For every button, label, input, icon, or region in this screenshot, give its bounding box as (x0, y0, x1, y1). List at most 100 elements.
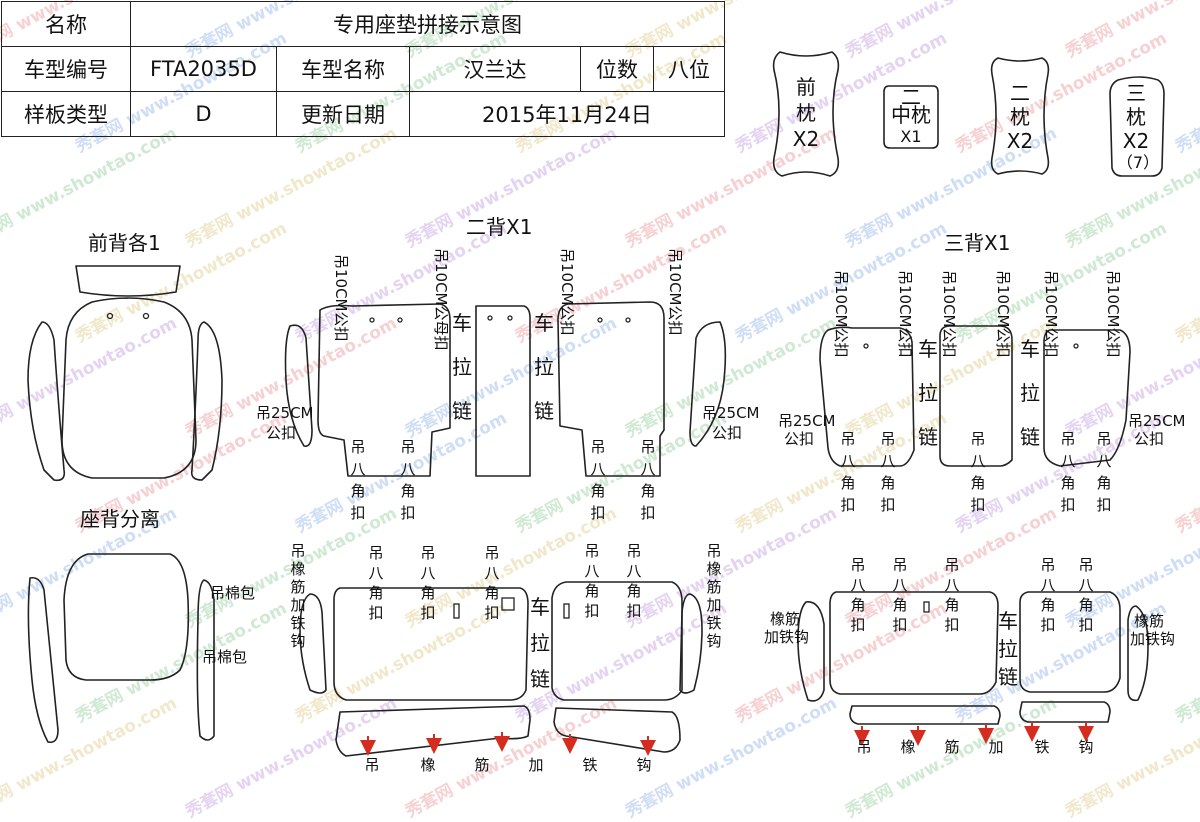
zipper-label: 车 (534, 311, 554, 335)
octagon-buckle-char: 角 (640, 482, 655, 500)
zipper-label: 链 (452, 399, 472, 423)
zipper-label: 链 (1020, 425, 1040, 449)
octagon-buckle-char: 吊 (420, 544, 435, 562)
bottom-strip-char: 橡 (420, 756, 435, 774)
octagon-buckle-char: 八 (626, 562, 641, 580)
pillow-second-line3: X2 (1007, 129, 1033, 153)
octagon-buckle-char: 八 (1060, 452, 1075, 470)
bottom-strip-char: 加 (988, 738, 1003, 756)
third-seat-right-side (1127, 605, 1149, 702)
octagon-buckle-char: 扣 (880, 496, 895, 514)
octagon-buckle-char: 吊 (840, 430, 855, 448)
octagon-buckle-char: 八 (484, 564, 499, 582)
pillow-second-middle-outline (883, 85, 939, 149)
bottom-strip-char: 钩 (636, 756, 651, 774)
octagon-buckle-char: 八 (880, 452, 895, 470)
section-seat-back-separate: 座背分离 (80, 507, 160, 531)
hang25cm-label: 吊25CM (1128, 412, 1186, 430)
zipper-label: 链 (918, 425, 938, 449)
octagon-buckle-char: 角 (350, 482, 365, 500)
octagon-buckle-char: 扣 (1078, 616, 1093, 634)
template-type: D (130, 91, 277, 137)
octagon-buckle-char: 角 (1096, 474, 1111, 492)
octagon-buckle-char: 八 (368, 564, 383, 582)
second-back-right-panel (557, 301, 665, 477)
octagon-buckle-char: 吊 (944, 556, 959, 574)
pillow-third-line1: 三 (1126, 81, 1146, 105)
pillow-front-line2: 枕 (796, 101, 816, 125)
pillow-second-line1: 二 (1010, 81, 1030, 105)
seats-value: 八位 (653, 46, 725, 92)
male-buckle-label: 公扣 (712, 424, 742, 442)
zipper-label: 拉 (1020, 381, 1040, 405)
elastic-hook-char: 吊 (290, 542, 305, 560)
hang25cm-label: 吊25CM (256, 404, 314, 422)
elastic-band-label: 橡筋 (770, 610, 800, 628)
zipper-label: 车 (530, 595, 550, 619)
title-value: 专用座垫拼接示意图 (130, 1, 725, 47)
elastic-hook-char: 筋 (290, 578, 305, 596)
octagon-buckle-char: 八 (590, 460, 605, 478)
octagon-buckle-char: 八 (840, 452, 855, 470)
octagon-buckle-char: 吊 (892, 556, 907, 574)
seat-back-main-panel (63, 553, 190, 681)
octagon-buckle-char: 角 (420, 584, 435, 602)
zipper-label: 链 (530, 667, 550, 691)
octagon-buckle-char: 扣 (590, 504, 605, 522)
octagon-buckle-char: 八 (584, 562, 599, 580)
elastic-hook-char: 筋 (706, 578, 721, 596)
zipper-label: 拉 (452, 355, 472, 379)
bottom-strip-char: 铁 (582, 756, 597, 774)
octagon-buckle-char: 扣 (484, 604, 499, 622)
bottom-strip-char: 钩 (1078, 738, 1093, 756)
zipper-label: 链 (534, 399, 554, 423)
hang25cm-label: 吊25CM (702, 404, 760, 422)
info-table: 名称 专用座垫拼接示意图 车型编号 FTA2035D 车型名称 汉兰达 位数 八… (1, 1, 725, 137)
bottom-strip-char: 吊 (364, 756, 379, 774)
octagon-buckle-char: 角 (1060, 474, 1075, 492)
second-back-right-wing (689, 321, 727, 447)
octagon-buckle-char: 吊 (484, 544, 499, 562)
octagon-buckle-char: 角 (850, 596, 865, 614)
zipper-label: 链 (998, 665, 1018, 689)
pillow-second-middle-line3: X1 (900, 127, 921, 146)
third-seat-front-strip-left (849, 705, 1001, 725)
octagon-buckle-char: 扣 (840, 496, 855, 514)
octagon-buckle-char: 吊 (626, 542, 641, 560)
elastic-hook-char: 加 (290, 596, 305, 614)
pillow-third-line3: X2 (1123, 129, 1149, 153)
title-label: 名称 (1, 1, 131, 47)
pillow-third-outline (1109, 76, 1165, 177)
octagon-buckle-char: 扣 (892, 616, 907, 634)
third-back-left-panel (819, 326, 915, 467)
hang25cm-label: 吊25CM (778, 412, 836, 430)
pillow-second-middle-line1: 二 (901, 85, 921, 109)
male-buckle-label: 公扣 (784, 430, 814, 448)
elastic-hook-arrows (360, 722, 1094, 756)
section-second-back: 二背X1 (466, 215, 532, 239)
pillow-second-middle-line2: 中枕 (891, 103, 931, 127)
elastic-hook-char: 橡 (706, 560, 721, 578)
octagon-buckle-char: 扣 (350, 504, 365, 522)
pillow-second-outline (990, 57, 1050, 175)
pillow-second-line2: 枕 (1010, 105, 1030, 129)
male-buckle-label: 公扣 (1134, 430, 1164, 448)
pattern-drawing: 前 枕 X2 二 中枕 X1 二 枕 X2 三 枕 X2 （7） 前背各1 二背… (27, 51, 1186, 774)
male-buckle-label: 公扣 (266, 424, 296, 442)
third-seat-right-panel (1019, 591, 1121, 693)
front-back-main-panel (61, 297, 197, 479)
pillow-third-line2: 枕 (1126, 105, 1146, 129)
octagon-buckle-char: 角 (400, 482, 415, 500)
third-back-right-panel (1043, 329, 1131, 467)
octagon-buckle-char: 八 (400, 460, 415, 478)
elastic-hook-char: 钩 (290, 632, 305, 650)
pillow-third-line4: （7） (1117, 153, 1159, 172)
model-name: 汉兰达 (409, 46, 581, 92)
octagon-buckle-char: 扣 (368, 604, 383, 622)
octagon-buckle-char: 八 (944, 576, 959, 594)
octagon-buckle-char: 八 (850, 576, 865, 594)
octagon-buckle-char: 扣 (626, 602, 641, 620)
hang-cotton-bag-label: 吊棉包 (210, 584, 255, 602)
hang10cm-label: 吊10CM公扣 (896, 270, 914, 358)
